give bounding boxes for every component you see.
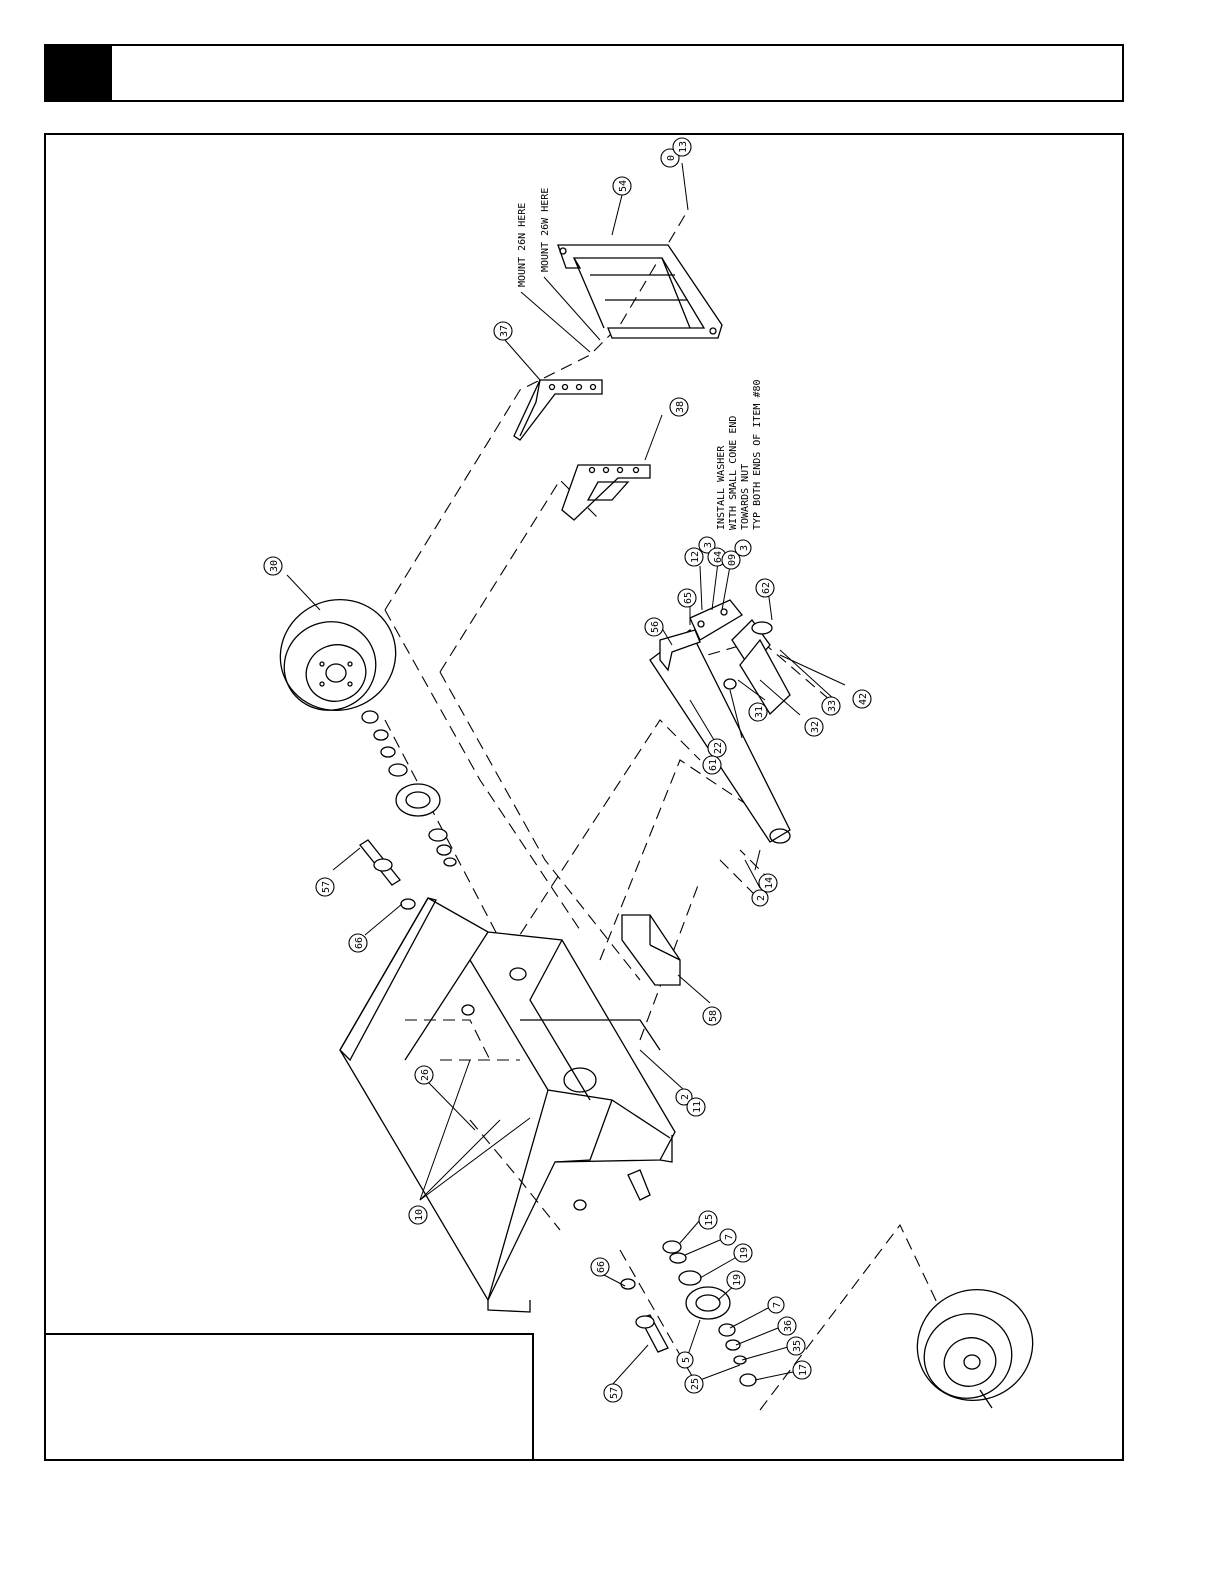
callout-57-top: 57 — [316, 878, 334, 896]
callout-10-label: 10 — [414, 1209, 425, 1221]
callout-26-label: 26 — [420, 1069, 431, 1081]
hub-assembly-top — [362, 711, 456, 866]
callout-65-label: 65 — [683, 592, 694, 604]
washer-note-line1: INSTALL WASHER — [716, 445, 727, 530]
bracket-37 — [514, 380, 602, 440]
callout-37-label: 37 — [499, 325, 510, 337]
callout-58: 58 — [703, 1007, 721, 1025]
callout-5: 5 — [677, 1352, 693, 1368]
callout-56-label: 56 — [650, 621, 661, 633]
callout-25: 25 — [685, 1375, 703, 1393]
callout-33-label: 33 — [827, 700, 838, 712]
bracket-58 — [622, 915, 680, 985]
callout-15-label: 15 — [704, 1214, 715, 1226]
callout-12: 12 — [685, 548, 703, 566]
pin-top — [360, 840, 415, 909]
callout-54: 54 — [613, 177, 631, 195]
callout-19-b: 19 — [727, 1271, 745, 1289]
callout-2-a: 2 — [752, 890, 768, 906]
callout-57-bottom-label: 57 — [609, 1387, 620, 1399]
jack-cylinder — [724, 620, 790, 714]
callout-61-label: 61 — [708, 759, 719, 771]
callout-36-label: 36 — [783, 1320, 794, 1332]
callout-32-label: 32 — [810, 721, 821, 733]
callout-22-label: 22 — [713, 742, 724, 754]
callout-62: 62 — [756, 579, 774, 597]
callout-66-top: 66 — [349, 934, 367, 952]
callout-66-top-label: 66 — [354, 937, 365, 949]
wheel-top — [265, 583, 412, 726]
callout-30-top: 30 — [264, 557, 282, 575]
callout-19-a-label: 19 — [739, 1247, 750, 1259]
callout-42: 42 — [853, 690, 871, 708]
callout-12-label: 12 — [690, 551, 701, 563]
callout-15: 15 — [699, 1211, 717, 1229]
callout-36: 36 — [778, 1317, 796, 1335]
callout-22: 22 — [708, 739, 726, 757]
callout-14-label: 14 — [764, 877, 775, 889]
callout-32: 32 — [805, 718, 823, 736]
washer-note-line4: TYP BOTH ENDS OF ITEM #80 — [752, 379, 763, 530]
callout-11: 11 — [687, 1098, 705, 1116]
note-mount-26n: MOUNT 26N HERE — [517, 203, 528, 287]
callout-7-b-label: 7 — [772, 1302, 783, 1308]
callout-30-top-label: 30 — [269, 560, 280, 572]
callout-56: 56 — [645, 618, 663, 636]
callout-7-a-label: 7 — [724, 1234, 735, 1240]
callout-3-b: 3 — [735, 540, 751, 556]
callout-7-a: 7 — [720, 1229, 736, 1245]
callout-42-label: 42 — [858, 693, 869, 705]
callout-2-a-label: 2 — [756, 895, 767, 901]
bracket-38 — [562, 465, 650, 520]
callout-3-a-label: 3 — [703, 542, 714, 548]
washer-note: INSTALL WASHER WITH SMALL CONE END TOWAR… — [716, 379, 763, 530]
callout-31-label: 31 — [754, 706, 765, 718]
callout-17-label: 17 — [798, 1364, 809, 1376]
washer-note-line3: TOWARDS NUT — [740, 464, 751, 530]
callout-54-label: 54 — [618, 180, 629, 192]
callout-26: 26 — [415, 1066, 433, 1084]
callout-38-label: 38 — [675, 401, 686, 413]
mount-notes: MOUNT 26N HERE MOUNT 26W HERE — [517, 188, 600, 352]
wheel-bottom — [902, 1273, 1049, 1416]
callout-33: 33 — [822, 697, 840, 715]
callout-66-bottom-label: 66 — [596, 1261, 607, 1273]
callout-2-b-label: 2 — [680, 1094, 691, 1100]
callout-14: 14 — [759, 874, 777, 892]
callout-13-label: 13 — [678, 141, 689, 153]
callout-35-label: 35 — [792, 1340, 803, 1352]
washer-note-line2: WITH SMALL CONE END — [728, 416, 739, 530]
callout-31: 31 — [749, 703, 767, 721]
upper-frame-part — [558, 245, 722, 338]
pin-bottom — [621, 1279, 668, 1352]
note-mount-26w: MOUNT 26W HERE — [540, 188, 551, 272]
callout-25-label: 25 — [690, 1378, 701, 1390]
callout-17: 17 — [793, 1361, 811, 1379]
callout-57-bottom: 57 — [604, 1384, 622, 1402]
callout-38: 38 — [670, 398, 688, 416]
callout-7-b: 7 — [768, 1297, 784, 1313]
callout-57-top-label: 57 — [321, 881, 332, 893]
callout-10: 10 — [409, 1206, 427, 1224]
callout-0-label: 0 — [666, 155, 677, 161]
callout-58-label: 58 — [708, 1010, 719, 1022]
callout-13: 13 — [673, 138, 691, 156]
callout-37: 37 — [494, 322, 512, 340]
callout-11-label: 11 — [692, 1101, 703, 1113]
callout-09-label: 09 — [727, 554, 738, 566]
callout-61: 61 — [703, 756, 721, 774]
callout-66-bottom: 66 — [591, 1258, 609, 1276]
caption-box — [44, 1333, 534, 1461]
callout-19-a: 19 — [734, 1244, 752, 1262]
callout-3-b-label: 3 — [739, 545, 750, 551]
callout-62-label: 62 — [761, 582, 772, 594]
callout-5-label: 5 — [681, 1357, 692, 1363]
callout-35: 35 — [787, 1337, 805, 1355]
callout-65: 65 — [678, 589, 696, 607]
callout-19-b-label: 19 — [732, 1274, 743, 1286]
